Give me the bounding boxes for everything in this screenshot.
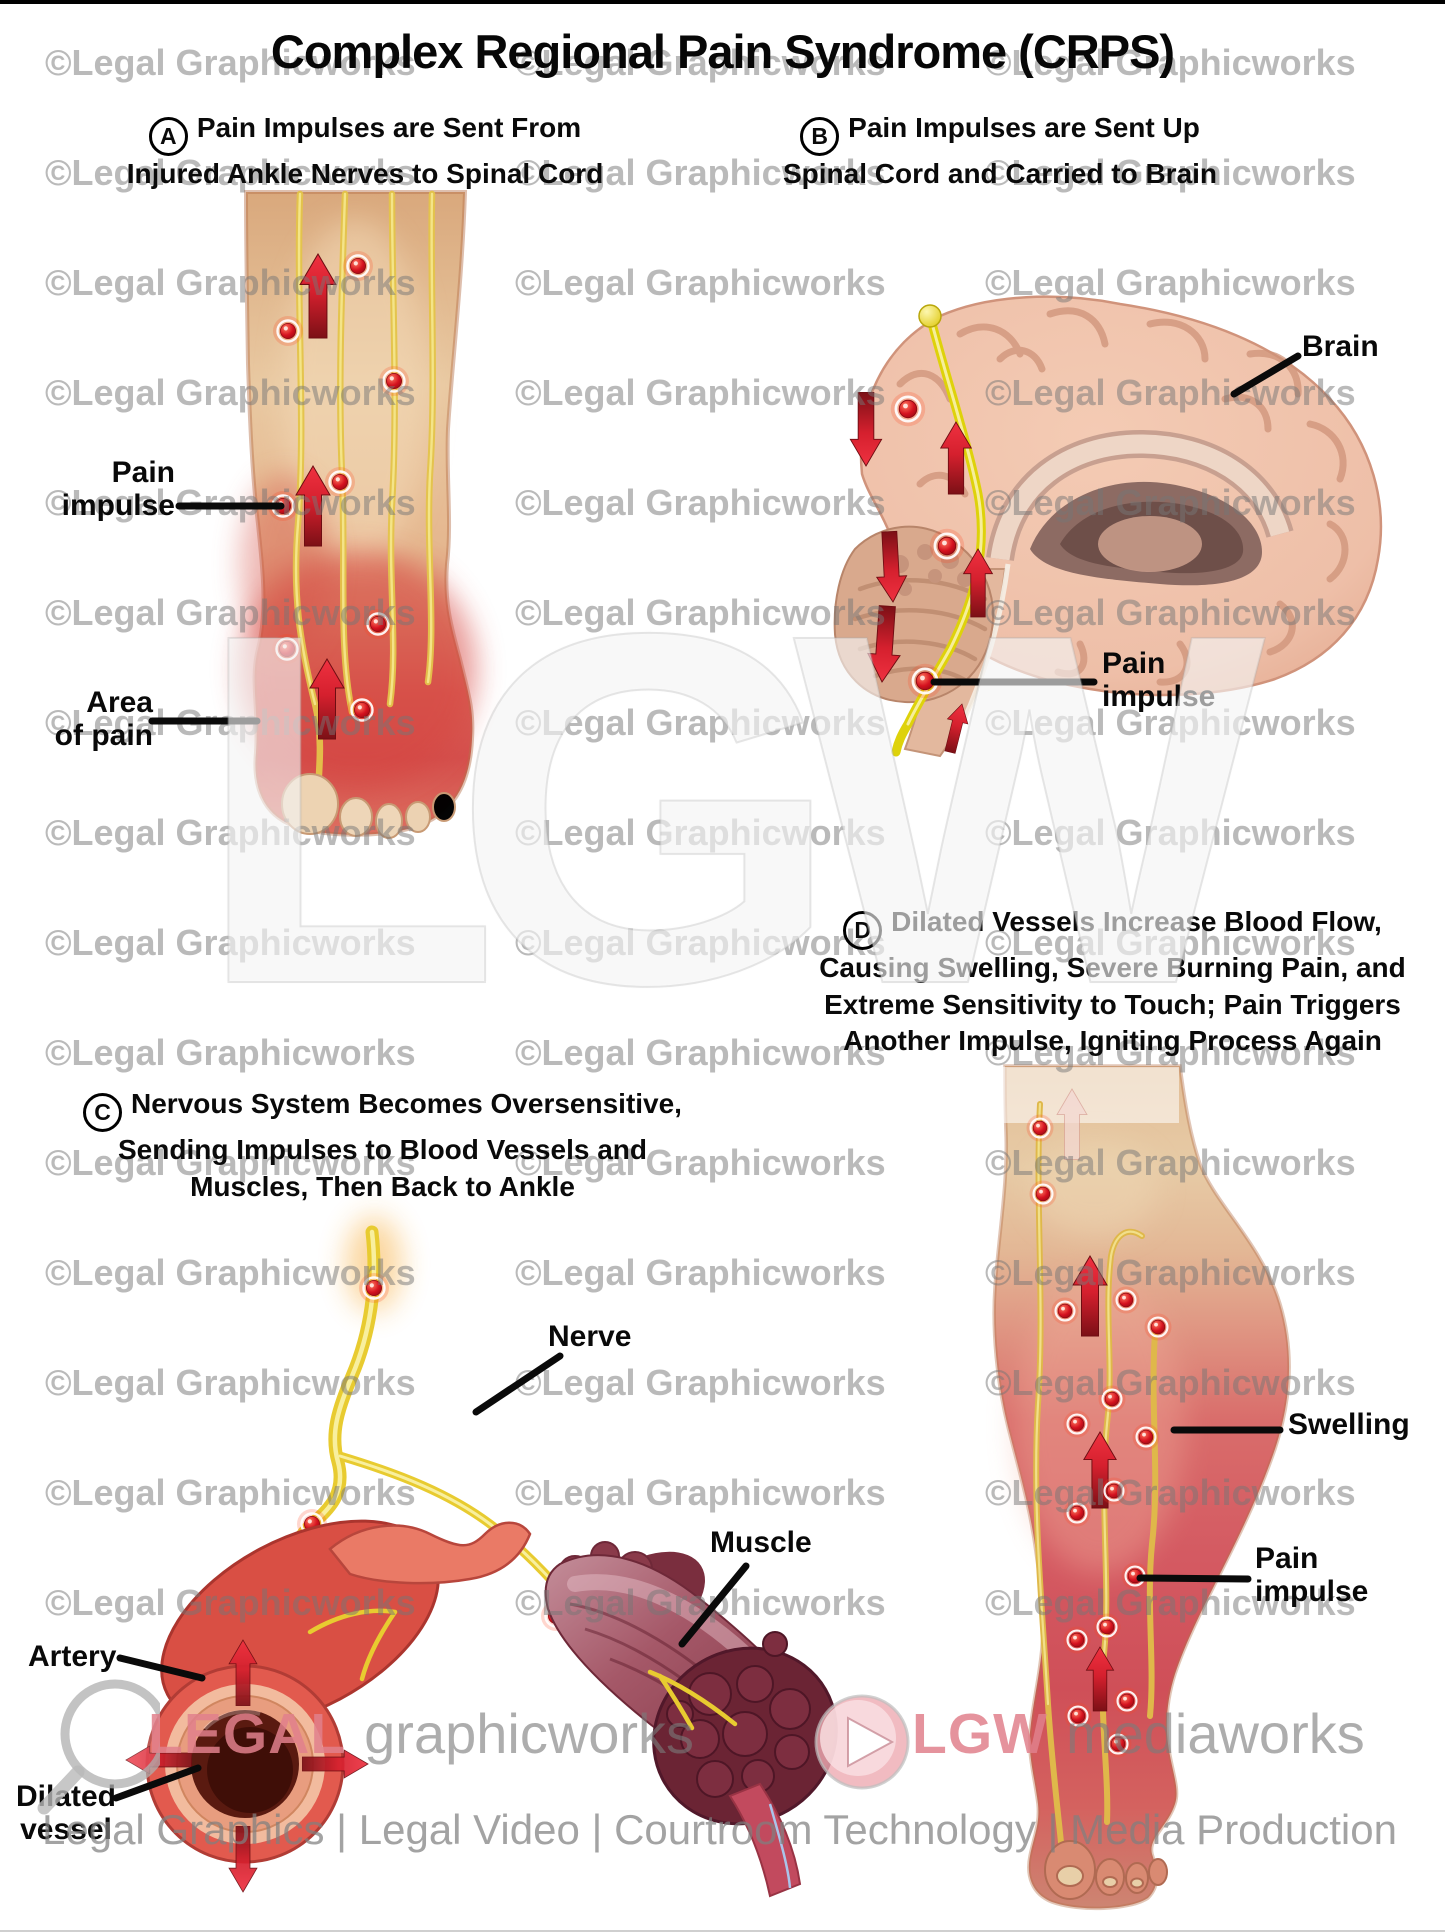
play-icon: [814, 1694, 910, 1790]
toes-swollen: [1044, 1840, 1168, 1900]
swollen-leg-illustration: [992, 1064, 1291, 1911]
logo-word-mediaworks: mediaworks: [1065, 1702, 1365, 1765]
label-dilated-vessel: Dilated vessel: [15, 1780, 117, 1846]
label-pain-impulse-b: Pain impulse: [1102, 647, 1216, 713]
footer-tagline: Legal Graphics | Legal Video | Courtroom…: [42, 1806, 1397, 1853]
ankle-leg-illustration: [240, 190, 476, 839]
muscle-leader-line: [678, 1562, 750, 1648]
toes: [281, 773, 456, 839]
page-title: Complex Regional Pain Syndrome (CRPS): [270, 25, 1175, 78]
dilated-vessel-leader-line: [112, 1764, 202, 1802]
section-d-badge: D: [843, 911, 883, 951]
brain-illustration: [833, 295, 1383, 758]
label-swelling: Swelling: [1288, 1408, 1410, 1441]
label-muscle: Muscle: [710, 1526, 812, 1559]
label-artery: Artery: [28, 1640, 117, 1673]
label-nerve: Nerve: [548, 1320, 632, 1353]
leader-lines: [112, 352, 1302, 1802]
muscle-illustration: [544, 1541, 838, 1898]
artery-leader-line: [116, 1654, 206, 1682]
legal-graphicworks-logo: LEGAL graphicworks: [148, 1701, 694, 1767]
label-area-of-pain: Area of pain: [54, 686, 153, 752]
magnifier-icon: [37, 1679, 160, 1815]
artery-illustration: [125, 1519, 532, 1893]
lgw-mediaworks-logo: LGW mediaworks: [912, 1701, 1365, 1767]
pain-impulse-d-leader-line: [1136, 1574, 1252, 1583]
illustration-scene: [125, 190, 1383, 1911]
logo-word-graphicworks: graphicworks: [364, 1702, 695, 1765]
brain-leader-line: [1230, 352, 1302, 398]
label-pain-impulse-a: Pain impulse: [61, 456, 175, 522]
section-a-badge: A: [148, 117, 188, 157]
logo-word-lgw: LGW: [912, 1702, 1048, 1766]
label-brain: Brain: [1302, 330, 1379, 363]
nerve-leader-line: [472, 1352, 564, 1416]
label-pain-impulse-d: Pain impulse: [1255, 1542, 1369, 1608]
section-b-badge: B: [800, 117, 840, 157]
section-c-badge: C: [83, 1093, 123, 1133]
logo-word-legal: LEGAL: [148, 1702, 347, 1766]
